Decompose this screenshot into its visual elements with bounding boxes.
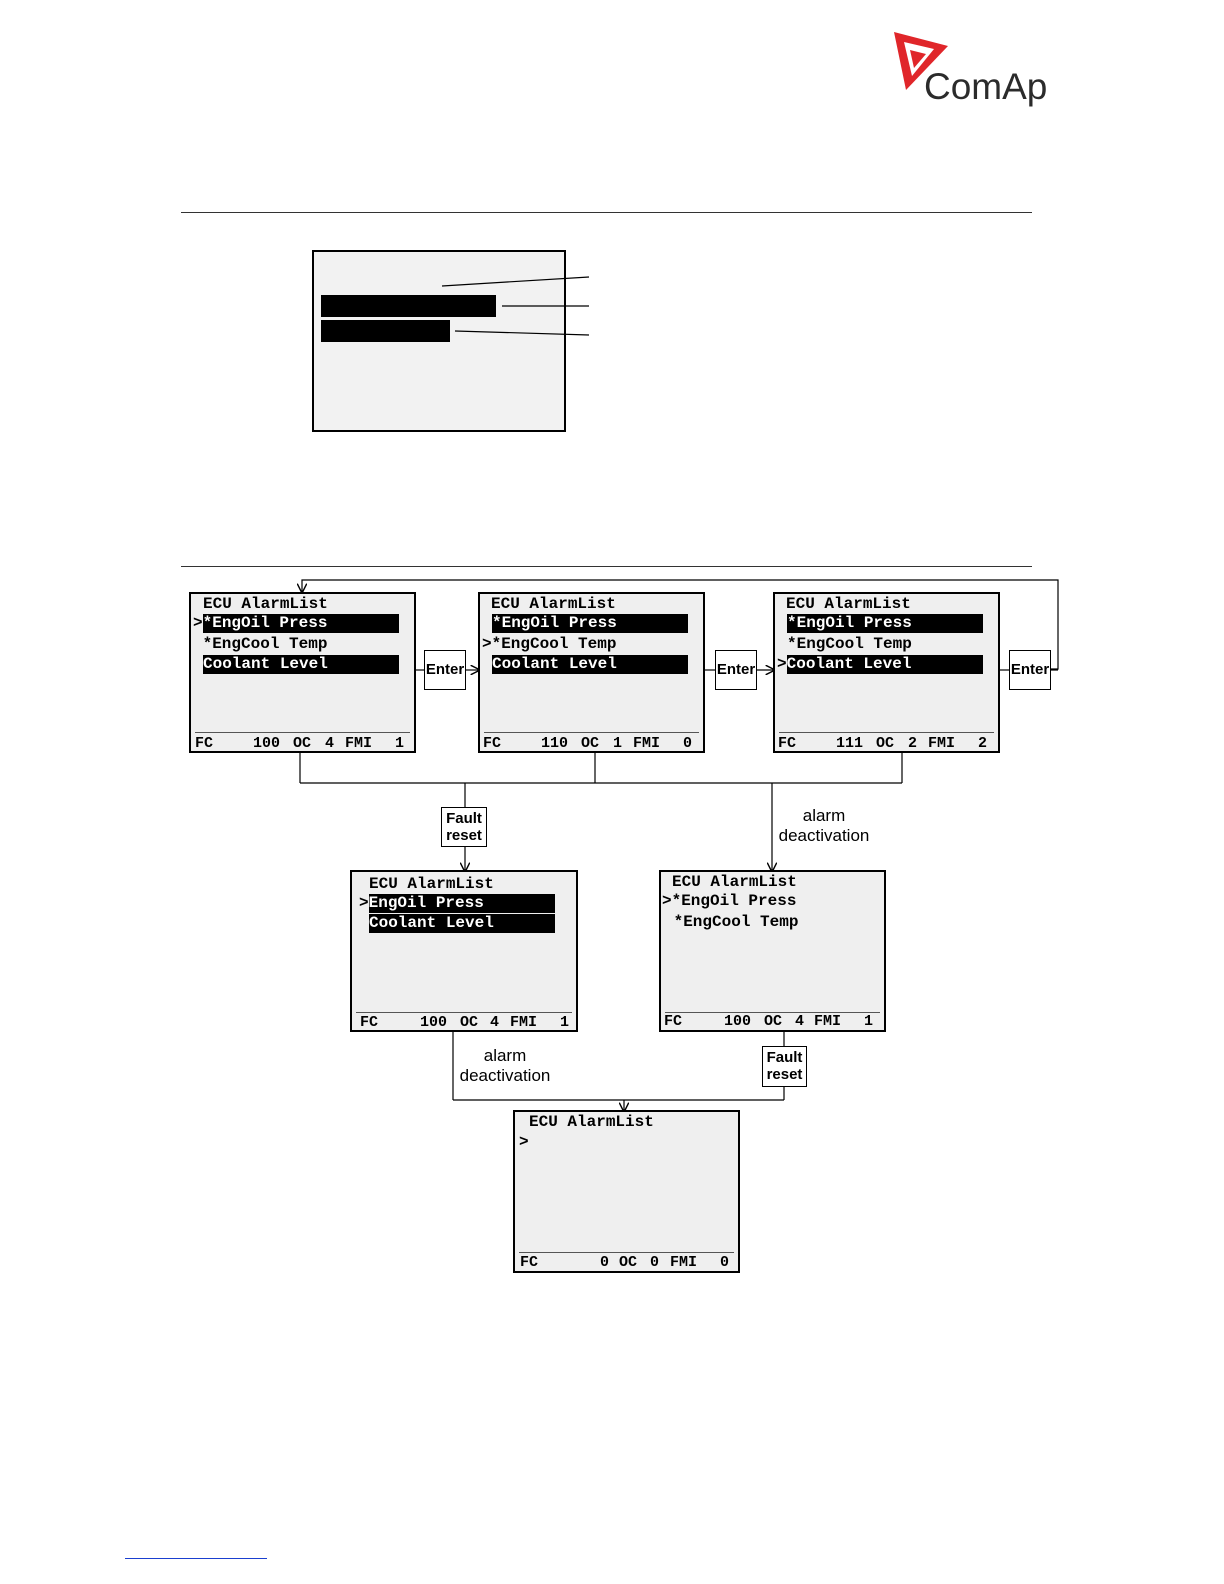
comap-logo <box>894 32 948 90</box>
footer-oc-value: 1 <box>613 735 623 752</box>
footer-separator <box>484 732 699 733</box>
footer-separator <box>779 732 994 733</box>
alarm-line: *EngOil Press <box>787 614 983 633</box>
enter-button[interactable]: Enter <box>715 650 757 690</box>
footer-fc: FC <box>520 1254 539 1271</box>
footer-fc-value: 100 <box>420 1014 448 1031</box>
fault-reset-button[interactable]: Fault reset <box>441 807 487 847</box>
footer-fmi-value: 1 <box>864 1013 874 1030</box>
label-line-2: deactivation <box>778 826 870 845</box>
schematic-bar-1 <box>321 295 496 317</box>
label-line-1: alarm <box>802 806 846 825</box>
enter-button[interactable]: Enter <box>1009 650 1051 690</box>
screen-title: ECU AlarmList <box>203 595 328 613</box>
footer-separator <box>665 1012 880 1013</box>
footer-oc: OC <box>581 735 600 752</box>
alarm-line: *EngCool Temp <box>193 635 328 653</box>
fault-reset-line-2: reset <box>446 827 482 844</box>
footer-fc: FC <box>483 735 502 752</box>
footer-oc: OC <box>876 735 895 752</box>
footer-fmi-value: 2 <box>978 735 988 752</box>
alarm-deactivation-label: alarm deactivation <box>451 1046 559 1086</box>
footer-fmi: FMI <box>670 1254 698 1271</box>
footer-fc-value: 100 <box>253 735 281 752</box>
alarm-item-coolant: Coolant Level <box>492 655 688 674</box>
fault-reset-button[interactable]: Fault reset <box>762 1046 807 1087</box>
alarm-line: *EngOil Press <box>492 614 688 633</box>
label-line-1: alarm <box>483 1046 527 1065</box>
brand-name: ComAp <box>924 66 1048 107</box>
footer-fc: FC <box>778 735 797 752</box>
screen-title: ECU AlarmList <box>529 1113 654 1131</box>
footer-oc: OC <box>764 1013 783 1030</box>
footer-oc: OC <box>293 735 312 752</box>
alarm-line: Coolant Level <box>369 914 555 933</box>
footer-separator <box>519 1252 734 1253</box>
footer-fmi-value: 0 <box>720 1254 730 1271</box>
footer-link-underline <box>125 1558 267 1559</box>
lcd-screen-3: ECU AlarmList *EngOil Press *EngCool Tem… <box>773 592 1000 753</box>
footer-separator <box>356 1012 572 1013</box>
footer-fmi-value: 0 <box>683 735 693 752</box>
footer-oc: OC <box>460 1014 479 1031</box>
alarm-item-engoil: EngOil Press <box>368 894 555 913</box>
footer-oc: OC <box>619 1254 638 1271</box>
footer-fc: FC <box>195 735 214 752</box>
alarm-item-coolant: Coolant Level <box>786 655 983 674</box>
rule-middle <box>181 566 1032 567</box>
label-line-2: deactivation <box>459 1066 551 1085</box>
footer-fc-value: 110 <box>541 735 569 752</box>
alarm-line: >*EngOil Press <box>662 892 797 910</box>
alarm-item-engoil: *EngOil Press <box>787 614 983 633</box>
fault-reset-line-2: reset <box>766 1066 803 1083</box>
screen-title: ECU AlarmList <box>491 595 616 613</box>
alarm-line: >*EngOil Press <box>193 614 399 633</box>
lcd-screen-2: ECU AlarmList *EngOil Press >*EngCool Te… <box>478 592 705 753</box>
fault-reset-line-1: Fault <box>446 810 482 827</box>
screen-title: ECU AlarmList <box>786 595 911 613</box>
lcd-screen-4: ECU AlarmList >EngOil Press Coolant Leve… <box>350 870 578 1032</box>
screen-title: ECU AlarmList <box>672 873 797 891</box>
alarm-item-coolant: Coolant Level <box>203 655 399 674</box>
screen-title: ECU AlarmList <box>369 875 494 893</box>
rule-top <box>181 212 1032 213</box>
footer-fc: FC <box>664 1013 683 1030</box>
footer-separator <box>195 732 410 733</box>
footer-fmi-value: 1 <box>395 735 405 752</box>
footer-fc-value: 100 <box>724 1013 752 1030</box>
footer-fmi-value: 1 <box>560 1014 570 1031</box>
alarm-line: >*EngCool Temp <box>482 635 617 653</box>
footer-oc-value: 4 <box>795 1013 805 1030</box>
lcd-screen-5: ECU AlarmList >*EngOil Press *EngCool Te… <box>659 870 886 1032</box>
footer-fmi: FMI <box>633 735 661 752</box>
footer-fc-value: 0 <box>600 1254 610 1271</box>
alarm-line: Coolant Level <box>203 655 399 674</box>
footer-oc-value: 2 <box>908 735 918 752</box>
footer-oc-value: 4 <box>490 1014 500 1031</box>
lcd-screen-6: ECU AlarmList > FC 0 OC 0 FMI 0 <box>513 1110 740 1273</box>
alarm-line: Coolant Level <box>492 655 688 674</box>
lcd-screen-1: ECU AlarmList >*EngOil Press *EngCool Te… <box>189 592 416 753</box>
alarm-item-engoil: *EngOil Press <box>202 614 399 633</box>
footer-fc: FC <box>360 1014 379 1031</box>
alarm-line: *EngCool Temp <box>664 913 799 931</box>
alarm-line: >Coolant Level <box>777 655 983 674</box>
footer-fc-value: 111 <box>836 735 864 752</box>
alarm-item-coolant: Coolant Level <box>369 914 555 933</box>
footer-fmi: FMI <box>345 735 373 752</box>
footer-oc-value: 0 <box>650 1254 660 1271</box>
schematic-bar-2 <box>321 320 450 342</box>
footer-fmi: FMI <box>510 1014 538 1031</box>
alarm-deactivation-label: alarm deactivation <box>770 806 878 846</box>
alarm-line: > <box>519 1133 529 1151</box>
alarm-item-engoil: *EngOil Press <box>492 614 688 633</box>
enter-button[interactable]: Enter <box>424 650 466 690</box>
fault-reset-line-1: Fault <box>766 1049 803 1066</box>
footer-oc-value: 4 <box>325 735 335 752</box>
alarm-line: *EngCool Temp <box>787 635 912 653</box>
alarm-line: >EngOil Press <box>359 894 555 913</box>
footer-fmi: FMI <box>928 735 956 752</box>
footer-fmi: FMI <box>814 1013 842 1030</box>
